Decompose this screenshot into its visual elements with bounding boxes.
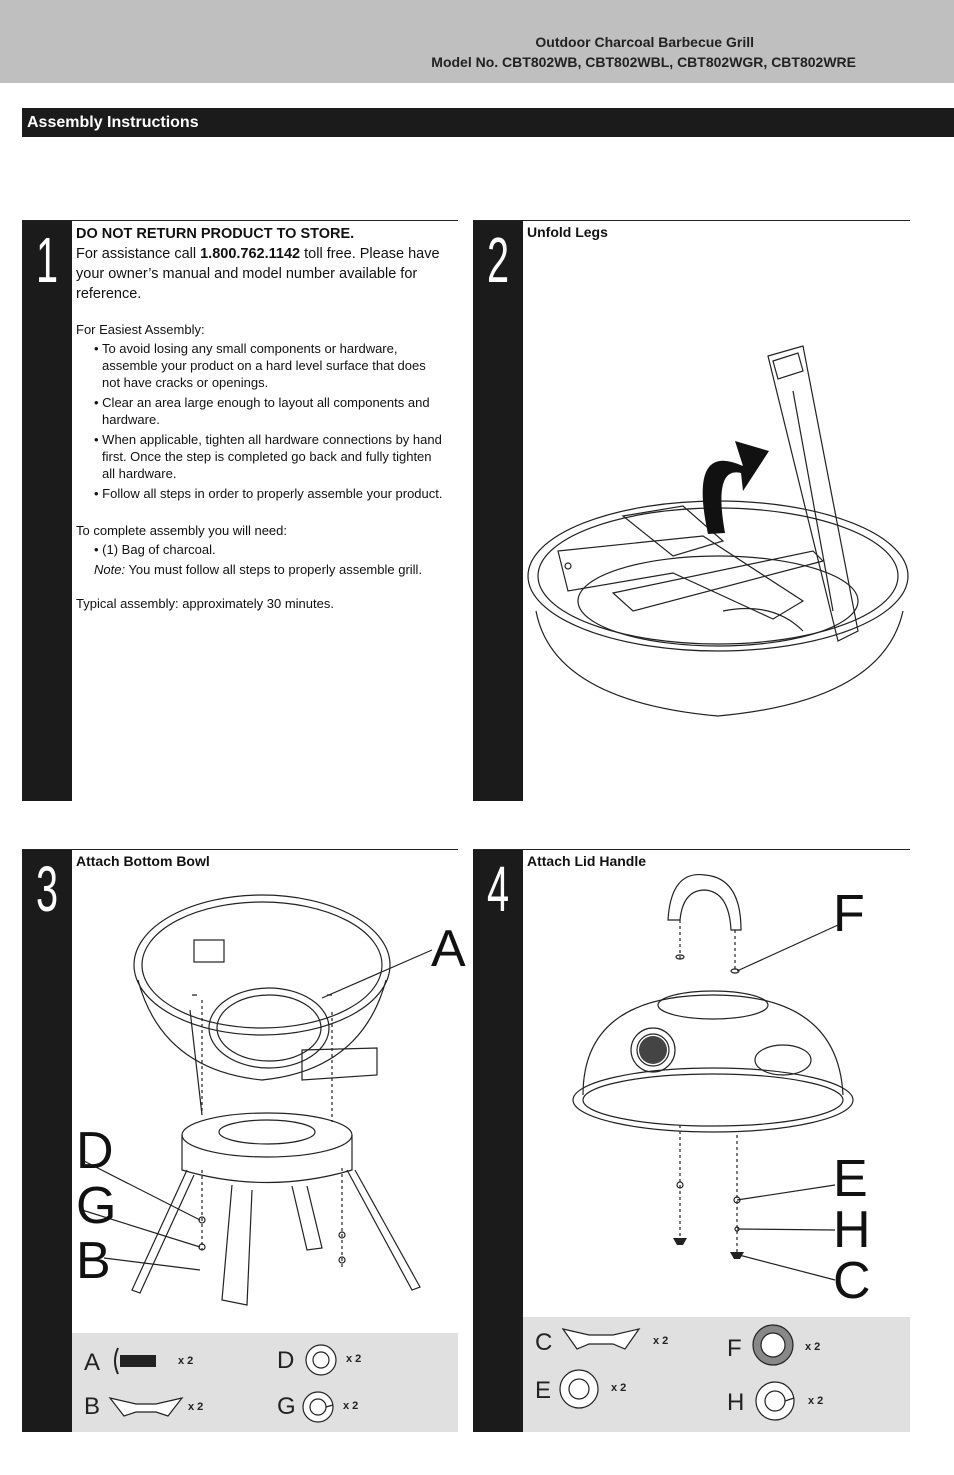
part-letter: F	[727, 1335, 742, 1362]
wing-nut-icon	[561, 1328, 641, 1350]
step-4-panel: 4 Attach Lid Handle F E H C	[473, 849, 910, 1432]
wing-nut-icon	[108, 1397, 184, 1417]
typical-assembly-time: Typical assembly: approximately 30 minut…	[76, 596, 334, 611]
unfold-legs-illustration	[527, 345, 909, 717]
callout-b: B	[76, 1232, 111, 1290]
part-letter: A	[84, 1349, 101, 1376]
part-letter: B	[84, 1393, 101, 1420]
callout-e: E	[833, 1150, 868, 1208]
part-qty: x 2	[188, 1401, 204, 1413]
step-1-panel: 1 DO NOT RETURN PRODUCT TO STORE. For as…	[22, 220, 458, 801]
note: Note: You must follow all steps to prope…	[94, 562, 423, 577]
callout-f: F	[833, 885, 865, 943]
list-item: (1) Bag of charcoal.	[94, 541, 446, 558]
section-bar: Assembly Instructions	[22, 108, 954, 137]
page-header: Outdoor Charcoal Barbecue Grill Model No…	[0, 0, 954, 83]
part-letter: C	[535, 1329, 553, 1356]
step-3-panel: 3 Attach Bottom Bowl	[22, 849, 466, 1432]
step-4-number: 4	[473, 850, 523, 1432]
washer-icon	[305, 1344, 337, 1376]
phone-number: 1.800.762.1142	[200, 246, 301, 262]
tips-list: To avoid losing any small components or …	[76, 340, 446, 502]
bottom-bowl-illustration	[81, 894, 433, 1306]
part-qty: x 2	[653, 1335, 669, 1347]
list-item: When applicable, tighten all hardware co…	[94, 431, 446, 482]
washer-icon	[752, 1324, 794, 1366]
part-qty: x 2	[346, 1353, 362, 1365]
step-3-hardware-box: A x 2 B x 2 D x 2 G x 2	[72, 1333, 458, 1432]
model-numbers: Model No. CBT802WB, CBT802WBL, CBT802WGR…	[431, 54, 856, 70]
step-3-title: Attach Bottom Bowl	[76, 853, 210, 869]
product-title: Outdoor Charcoal Barbecue Grill	[535, 34, 754, 50]
step-4-hardware-box: C x 2 E x 2 F x 2 H x 2	[523, 1317, 910, 1432]
step-1-text: DO NOT RETURN PRODUCT TO STORE. For assi…	[76, 224, 446, 612]
lock-washer-icon	[755, 1381, 795, 1421]
part-letter: E	[535, 1377, 552, 1404]
step-1-heading: DO NOT RETURN PRODUCT TO STORE.	[76, 226, 355, 242]
step-2-panel: 2 Unfold Legs	[473, 220, 910, 801]
list-item: Clear an area large enough to layout all…	[94, 394, 446, 428]
part-qty: x 2	[808, 1395, 824, 1407]
callout-a: A	[431, 920, 466, 978]
part-qty: x 2	[343, 1400, 359, 1412]
step-4-title: Attach Lid Handle	[527, 853, 647, 869]
step-1-number: 1	[22, 221, 72, 801]
lock-washer-icon	[302, 1391, 334, 1423]
list-item: Follow all steps in order to properly as…	[94, 485, 446, 502]
part-qty: x 2	[178, 1355, 194, 1367]
washer-icon	[559, 1369, 599, 1409]
easiest-label: For Easiest Assembly:	[76, 322, 205, 337]
need-label: To complete assembly you will need:	[76, 523, 287, 538]
step-2-title: Unfold Legs	[527, 224, 608, 240]
list-item: To avoid losing any small components or …	[94, 340, 446, 391]
lid-handle-illustration	[572, 873, 854, 1281]
part-qty: x 2	[611, 1382, 627, 1394]
part-letter: D	[277, 1347, 295, 1374]
assistance-text: For assistance call 1.800.762.1142 toll …	[76, 246, 440, 302]
step-2-number: 2	[473, 221, 523, 801]
part-letter: G	[277, 1393, 296, 1420]
part-letter: H	[727, 1389, 745, 1416]
part-qty: x 2	[805, 1341, 821, 1353]
callout-d: D	[76, 1122, 114, 1180]
callout-h: H	[833, 1201, 871, 1259]
bolt-icon	[114, 1347, 156, 1375]
step-3-number: 3	[22, 850, 72, 1432]
section-title: Assembly Instructions	[27, 114, 199, 131]
callout-g: G	[76, 1177, 117, 1235]
callout-c: C	[833, 1252, 871, 1310]
